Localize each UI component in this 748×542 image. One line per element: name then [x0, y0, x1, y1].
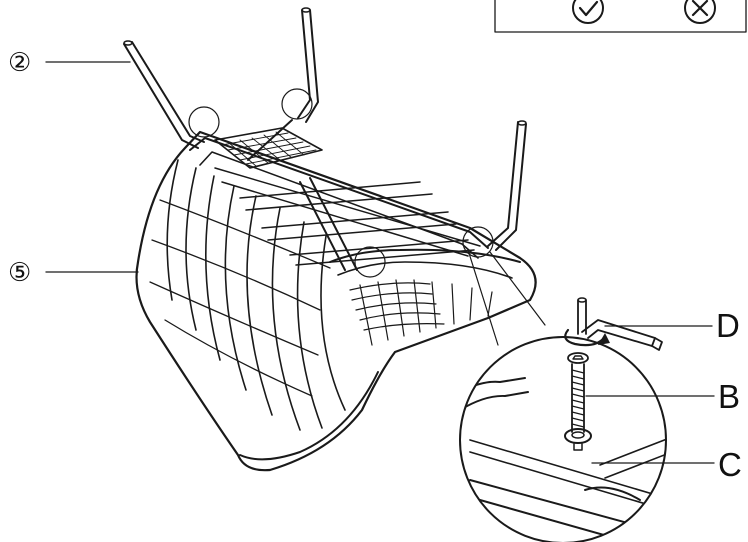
status-box	[494, 0, 747, 33]
zoom-leader	[467, 249, 546, 346]
callout-b: B	[585, 378, 740, 415]
label-c: C	[718, 446, 742, 483]
front-weave	[349, 279, 493, 346]
chair-seat	[135, 119, 537, 472]
leg-callout: ②	[8, 48, 131, 78]
frame-part-number: ⑤	[8, 258, 31, 288]
mesh-panel	[214, 127, 323, 169]
check-circle-icon	[572, 0, 604, 24]
seat-slats	[214, 167, 481, 266]
washer	[564, 428, 592, 451]
leg-back-right	[297, 7, 319, 123]
cross-circle-icon	[684, 0, 716, 24]
allen-key	[564, 297, 663, 351]
callout-d: D	[604, 307, 740, 344]
detail-view	[459, 336, 667, 542]
rotate-arrow-icon	[564, 328, 606, 347]
bolt-position-marker	[281, 88, 313, 120]
bolt-position-marker	[462, 226, 494, 258]
chair-legs	[123, 7, 527, 278]
frame-callout: ⑤	[8, 258, 139, 288]
bolt-position-marker	[354, 246, 386, 278]
side-ribs	[149, 159, 346, 431]
label-b: B	[718, 378, 740, 415]
arrow-head-icon	[598, 333, 610, 345]
leg-part-number: ②	[8, 48, 31, 78]
bolt-position-marker	[188, 106, 220, 138]
bolt	[567, 352, 589, 433]
label-d: D	[716, 307, 740, 344]
leg-back-left	[123, 40, 205, 149]
callout-c: C	[591, 446, 742, 483]
leg-front-right	[487, 120, 527, 251]
